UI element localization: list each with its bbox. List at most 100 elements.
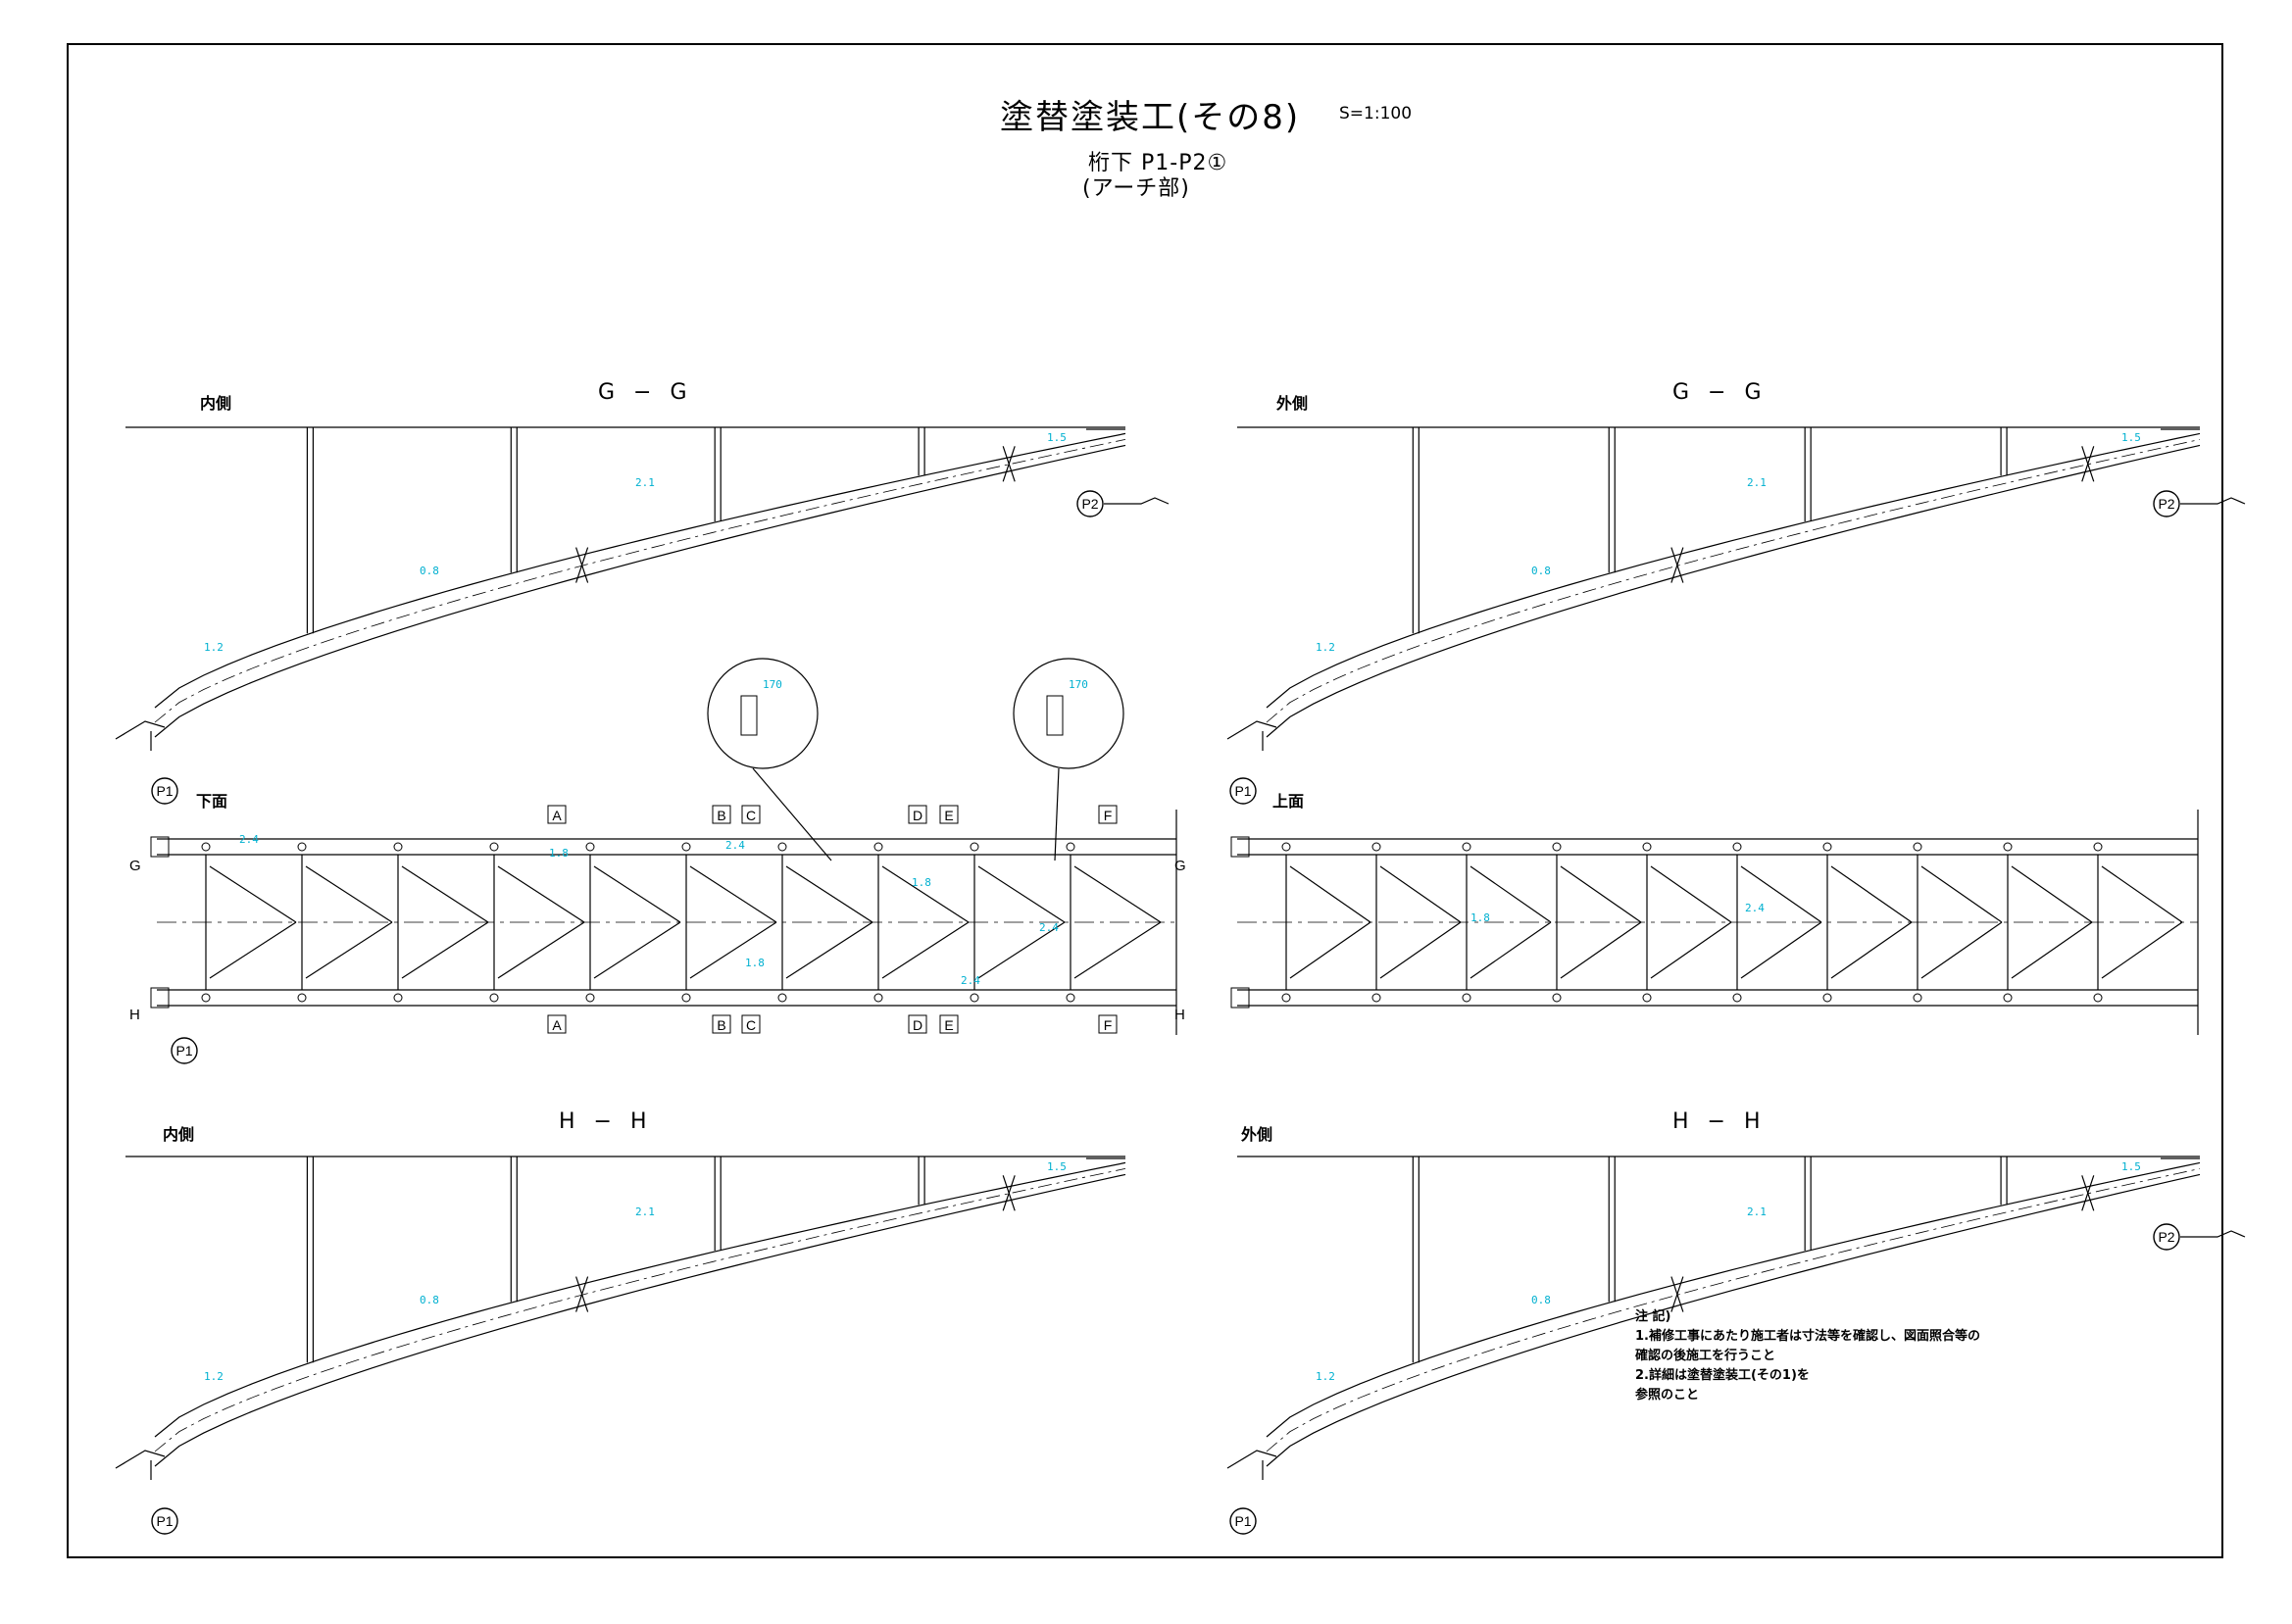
plan-lower-brace-2a xyxy=(401,865,489,923)
gg-inner-dim-4: 1.5 xyxy=(1047,431,1067,444)
notes-line-1: 1.補修工事にあたり施工者は寸法等を確認し、図面照合等の xyxy=(1635,1329,1980,1344)
plan-lower-node-bot-1 xyxy=(297,993,307,1003)
notes-line-4: 参照のこと xyxy=(1635,1388,1700,1403)
p2-marker-gg-outer: P2 xyxy=(2153,490,2180,517)
plan-lower-sec-bot-A-text: A xyxy=(552,1017,562,1033)
hh-outer-arch-upper xyxy=(1266,1161,2201,1438)
plan-upper-brace-5b xyxy=(1740,921,1822,979)
plan-upper-node-bot-3 xyxy=(1552,993,1562,1003)
plan-upper-brace-6b xyxy=(1830,921,1913,979)
p2-marker-gg-outer-text: P2 xyxy=(2158,496,2174,512)
inner-label-top: 内側 xyxy=(200,394,232,413)
plan-lower-node-bot-3 xyxy=(489,993,499,1003)
plan-lower-brace-7b xyxy=(881,921,970,979)
plan-lower-brace-5a xyxy=(689,865,777,923)
plan-lower-brace-0a xyxy=(209,865,297,923)
p2-marker-hh-outer-text: P2 xyxy=(2158,1229,2174,1245)
inner-label-bottom: 内側 xyxy=(163,1125,195,1144)
notes-line-3: 2.詳細は塗替塗装工(その1)を xyxy=(1635,1368,1810,1383)
plan-upper-node-top-2 xyxy=(1462,842,1471,852)
plan-lower-sec-bot-A: A xyxy=(547,1014,567,1034)
p1-marker-gg-inner: P1 xyxy=(151,777,178,805)
plan-lower-sec-bot-F-box xyxy=(1098,1014,1118,1034)
plan-upper-node-bot-2 xyxy=(1462,993,1471,1003)
outer-label-top: 外側 xyxy=(1276,394,1309,413)
p1-marker-hh-outer-text: P1 xyxy=(1234,1513,1251,1529)
plan-upper-node-bot-0 xyxy=(1281,993,1291,1003)
drawing-subtitle-2: (アーチ部) xyxy=(1082,176,1190,201)
plan-upper-brace-1a xyxy=(1379,865,1462,923)
p1-marker-gg-inner-ring xyxy=(151,777,178,805)
p2-arrow-1 xyxy=(2180,497,2246,505)
drawing-title: 塗替塗装工(その8) xyxy=(1000,98,1301,137)
plan-lower-node-top-9 xyxy=(1066,842,1075,852)
plan-dim-3: 1.8 xyxy=(912,876,931,889)
plan-lower-node-top-3 xyxy=(489,842,499,852)
plan-lower-sec-top-F-box xyxy=(1098,805,1118,824)
plan-lower-brace-6b xyxy=(785,921,873,979)
plan-lower-brace-5b xyxy=(689,921,777,979)
gg-inner-dim-1: 1.2 xyxy=(204,641,224,654)
gg-inner-dim-2: 0.8 xyxy=(420,565,439,577)
plan-lower-sec-bot-D-box xyxy=(908,1014,927,1034)
hh-outer-dim-4: 1.5 xyxy=(2121,1160,2141,1173)
plan-upper-node-top-1 xyxy=(1371,842,1381,852)
plan-upper-node-top-5 xyxy=(1732,842,1742,852)
plan-lower-node-top-5 xyxy=(681,842,691,852)
plan-lower-brace-3a xyxy=(497,865,585,923)
p2-marker-hh-outer-ring xyxy=(2153,1223,2180,1251)
plan-dim-7: 1.8 xyxy=(1470,911,1490,924)
section-hh-inner: H − H xyxy=(559,1109,653,1134)
plan-upper-brace-9b xyxy=(2101,921,2183,979)
gg-inner-bearing xyxy=(115,720,166,740)
plan-lower-anchor-top xyxy=(150,836,170,858)
plan-lower-brace-3b xyxy=(497,921,585,979)
gg-outer-arch-lower xyxy=(1266,444,2201,738)
plan-upper-anchor-bot xyxy=(1230,987,1250,1009)
plan-lower-node-bot-2 xyxy=(393,993,403,1003)
plan-dim-4: 2.4 xyxy=(1039,921,1059,934)
row-letter-3: H xyxy=(1174,1007,1185,1023)
plan-lower-brace-4b xyxy=(593,921,681,979)
notes-line-2: 確認の後施工を行うこと xyxy=(1635,1349,1776,1363)
p1-marker-plan-text: P1 xyxy=(175,1043,192,1058)
gg-outer-dim-1: 1.2 xyxy=(1316,641,1335,654)
plan-upper-node-bot-9 xyxy=(2093,993,2103,1003)
hh-inner-dim-2: 0.8 xyxy=(420,1294,439,1306)
hh-outer-xframe-0b xyxy=(1670,1276,1684,1312)
plan-upper-brace-8a xyxy=(2011,865,2093,923)
plan-lower-brace-6a xyxy=(785,865,873,923)
drawing-scale: S=1:100 xyxy=(1339,104,1413,123)
hh-inner-arch-lower xyxy=(154,1173,1126,1467)
plan-lower-sec-top-A-text: A xyxy=(552,808,562,823)
hh-inner-arch-upper xyxy=(154,1161,1126,1438)
drawing-frame xyxy=(67,43,2223,1558)
plan-lower-sec-top-C-text: C xyxy=(746,808,756,823)
plan-upper-brace-0a xyxy=(1289,865,1371,923)
hh-outer-xframe-1b xyxy=(2081,1175,2095,1211)
plan-dim-0: 2.4 xyxy=(239,833,259,846)
plan-upper-brace-1b xyxy=(1379,921,1462,979)
hh-inner-bearing xyxy=(115,1450,166,1469)
plan-lower-sec-top-F: F xyxy=(1098,805,1118,824)
plan-lower-brace-1a xyxy=(305,865,393,923)
plan-lower-node-bot-5 xyxy=(681,993,691,1003)
plan-lower-sec-top-A-box xyxy=(547,805,567,824)
plan-lower-node-bot-0 xyxy=(201,993,211,1003)
plan-upper-node-top-4 xyxy=(1642,842,1652,852)
hh-outer-dim-2: 0.8 xyxy=(1531,1294,1551,1306)
plan-lower-node-top-8 xyxy=(970,842,979,852)
gg-outer-arch-upper xyxy=(1266,432,2201,709)
plan-upper-brace-2b xyxy=(1470,921,1552,979)
plan-upper-node-top-0 xyxy=(1281,842,1291,852)
p2-marker-gg-outer-ring xyxy=(2153,490,2180,517)
plan-lower-sec-top-C: C xyxy=(741,805,761,824)
plan-lower-brace-7a xyxy=(881,865,970,923)
hh-inner-xframe-1b xyxy=(1002,1175,1016,1211)
gg-outer-dim-4: 1.5 xyxy=(2121,431,2141,444)
gg-outer-arch-centerline xyxy=(1266,439,2201,723)
p2-marker-gg-inner: P2 xyxy=(1076,490,1104,517)
plan-lower-sec-bot-B-box xyxy=(712,1014,731,1034)
